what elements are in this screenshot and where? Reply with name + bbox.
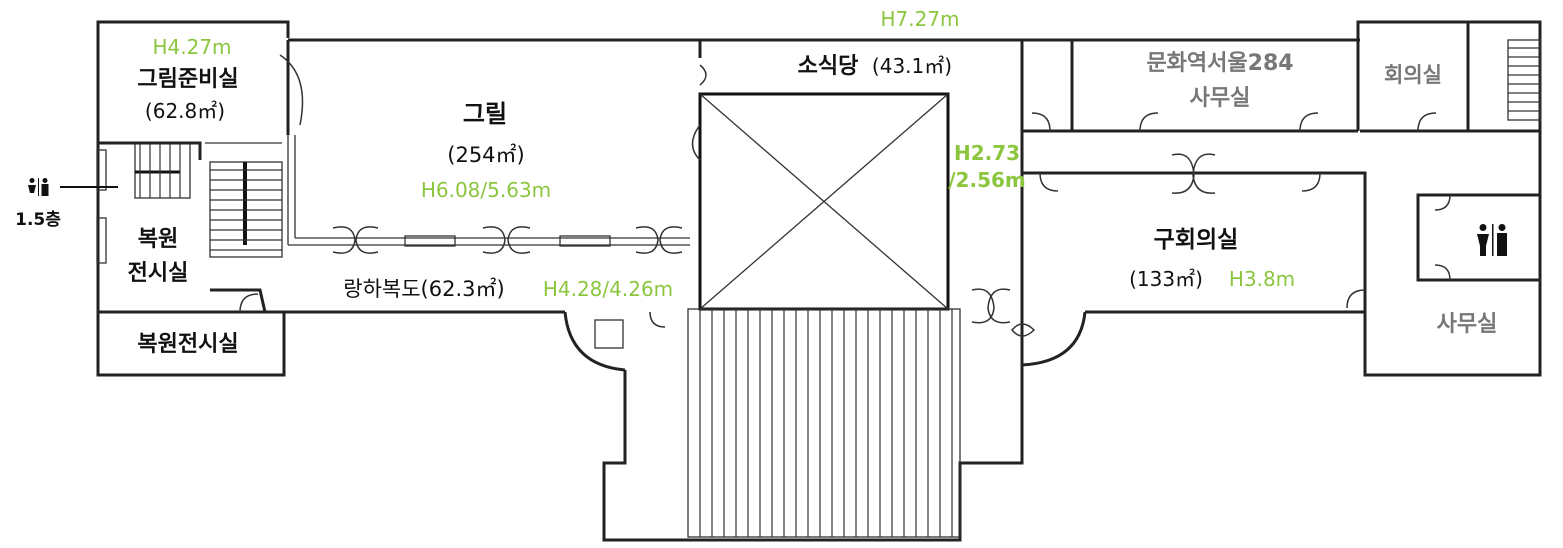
office-name: 사무실 [1437,312,1498,337]
right-staircase [1507,39,1541,121]
small-hall-height: H7.27m [880,7,959,31]
gu-meeting-area: (133㎡) [1129,267,1203,291]
gu-meeting-name: 구회의실 [1154,227,1239,253]
corridor-height: H4.28/4.26m [543,277,673,301]
left-wing-partitions [98,135,690,313]
culture-office-name-1: 문화역서울284 [1146,51,1293,76]
grill-name: 그릴 [463,100,507,128]
restore-name-1: 복원 [138,227,178,252]
restore2-name: 복원전시실 [137,332,238,357]
restroom-icon [28,178,49,196]
prep-height: H4.27m [152,35,231,59]
grill-area: (254㎡) [447,143,524,167]
passage-height-1: H2.73 [954,141,1020,165]
restroom-right [1477,224,1507,256]
main-staircase [687,308,961,538]
doors [96,54,1451,349]
small-hall-area: (43.1㎡) [872,54,952,78]
corridor-name: 랑하복도(62.3㎡) [343,277,504,301]
atrium-void [698,92,950,311]
grill-height: H6.08/5.63m [421,178,551,202]
restroom-floor: 1.5층 [15,210,61,230]
culture-office-name-2: 사무실 [1190,86,1251,111]
restore-name-2: 전시실 [128,261,189,286]
meeting-name: 회의실 [1384,63,1442,87]
gu-meeting-height: H3.8m [1229,267,1295,291]
passage-height-2: /2.56m [948,168,1026,192]
restroom-icon [1477,224,1507,256]
restroom-left [28,178,118,196]
small-hall-name: 소식당 [798,54,859,79]
left-staircase [134,142,283,258]
room-labels: H4.27m 그림준비실 (62.8㎡) 복원 전시실 복원전시실 1.5층 그… [15,7,1497,357]
outer-walls [96,20,1542,542]
prep-name: 그림준비실 [137,67,238,92]
prep-area: (62.8㎡) [145,99,225,123]
